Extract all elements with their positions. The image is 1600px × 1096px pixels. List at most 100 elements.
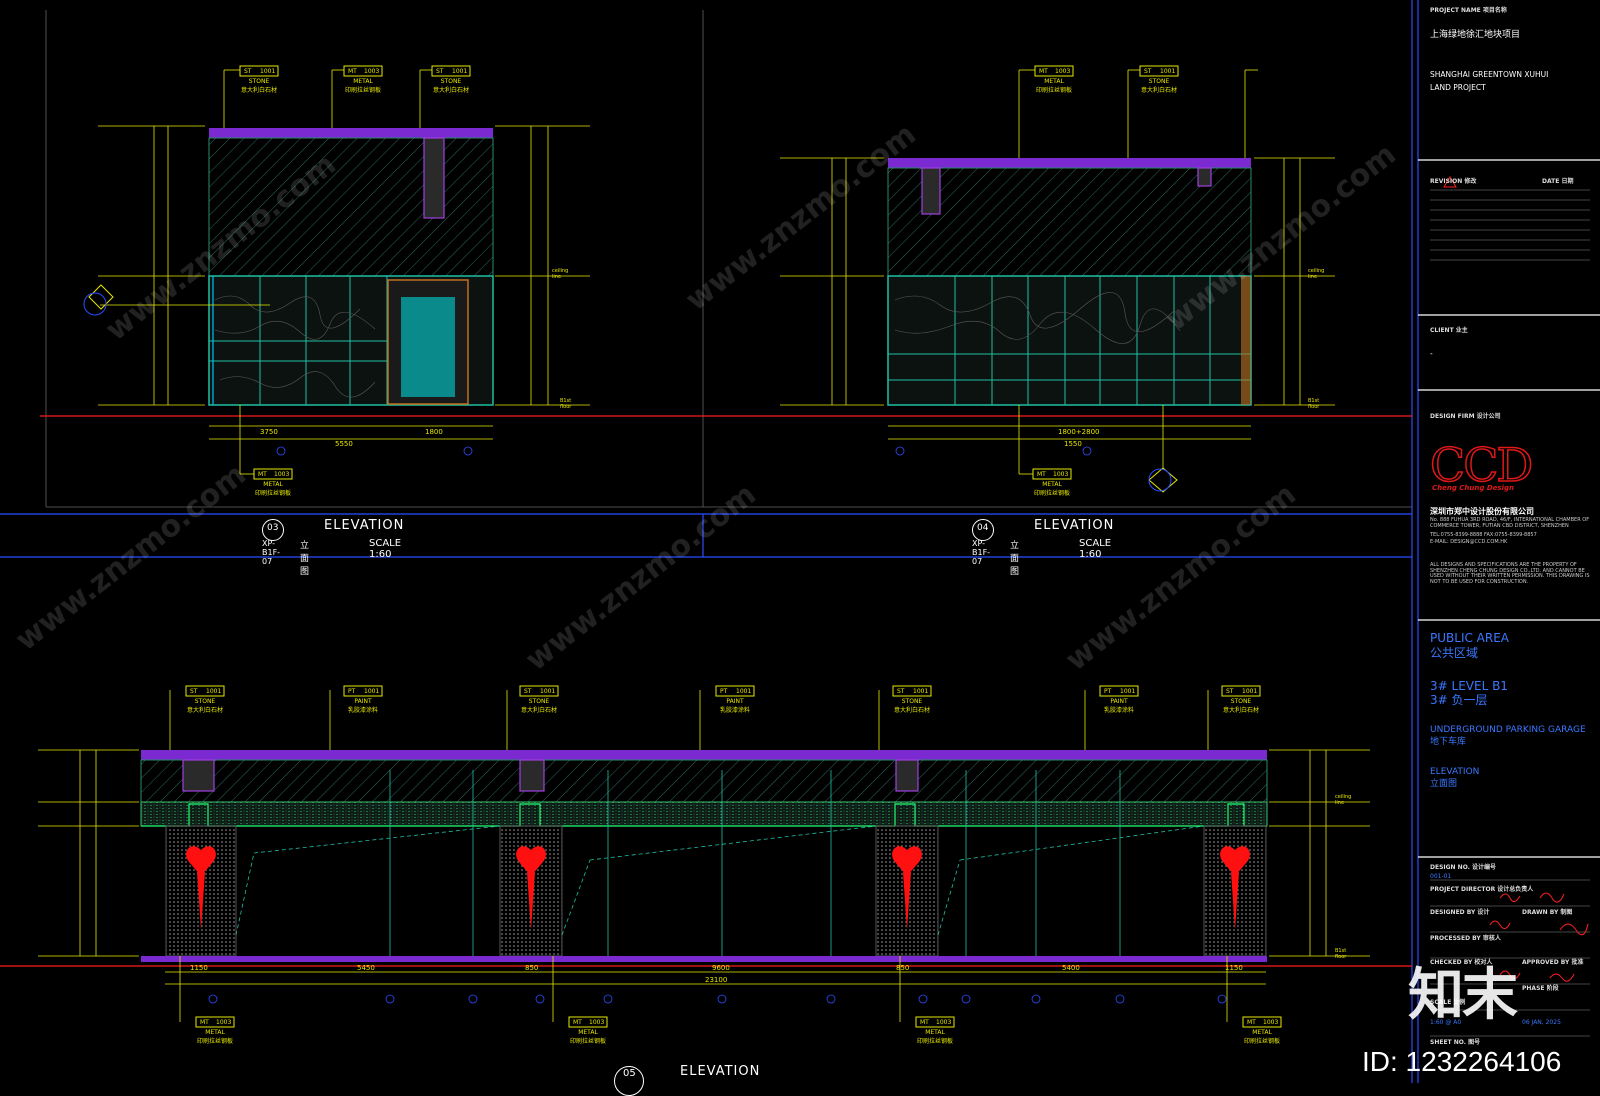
design-no: 001-01 [1430,873,1452,880]
material-name: METAL [925,1029,945,1036]
drawing-number: 04 [977,523,989,533]
svg-text:5450: 5450 [357,964,375,972]
floor-label-05: B1st floor [1335,948,1347,960]
material-name: STONE [440,78,462,85]
level-cn: 3# 负一层 [1430,693,1488,707]
material-code: MT [258,471,267,478]
title-block: PROJECT NAME 项目名称 上海绿地徐汇地块项目 SHANGHAI GR… [1418,0,1600,1083]
sheet-title-en: ELEVATION [1430,767,1480,777]
client-label: CLIENT 业主 [1430,327,1468,334]
material-code: MT [1247,1019,1256,1026]
material-code: ST [436,68,444,75]
zone-cn: 地下车库 [1430,737,1467,747]
material-number: 1001 [736,688,752,695]
material-code: ST [1226,688,1234,695]
scale-value: 1:60 @ A0 [1430,1019,1462,1026]
firm-address: No. 888 FUHUA 3RD ROAD, 46/F, INTERNATIO… [1430,517,1590,529]
drawing-ref: XP-B1F-07 [262,539,281,566]
material-code: MT [1037,471,1046,478]
svg-text:3750: 3750 [260,428,278,436]
drawing-title: ELEVATION [324,518,405,533]
material-name: STONE [1148,78,1170,85]
design-no-label: DESIGN NO. 设计编号 [1430,864,1497,871]
material-name-cn: 意大利白石材 [186,707,223,714]
svg-text:1800: 1800 [425,428,443,436]
svg-text:850: 850 [525,964,538,972]
material-number: 1001 [260,68,276,75]
material-name: PAINT [726,698,744,705]
material-code: ST [190,688,198,695]
material-number: 1003 [364,68,380,75]
material-name: PAINT [1110,698,1128,705]
material-code: MT [1039,68,1048,75]
client-value: - [1430,349,1433,358]
drawing-title: ELEVATION [1034,518,1115,533]
project-name-en-1: SHANGHAI GREENTOWN XUHUI [1430,70,1549,79]
svg-text:9600: 9600 [712,964,730,972]
material-code: ST [244,68,252,75]
watermark-id: ID: 1232264106 [1362,1046,1562,1077]
zone-en: UNDERGROUND PARKING GARAGE [1430,725,1586,735]
drawing-number: 03 [267,523,279,533]
firm-name-cn: 深圳市郑中设计股份有限公司 [1430,507,1534,516]
material-code: ST [897,688,905,695]
material-name-cn: 印刷拉丝钢板 [916,1038,953,1045]
material-name-cn: 意大利白石材 [520,707,557,714]
scale-label: SCALE 比例 [1430,999,1466,1006]
material-name-cn: 印刷拉丝钢板 [1035,87,1072,94]
heart-motifs [186,846,1250,930]
area-en: PUBLIC AREA [1430,631,1510,645]
svg-text:1150: 1150 [1225,964,1243,972]
designed-by-label: DESIGNED BY 设计 [1430,909,1490,916]
elevation-03: 3750 1800 5550 [40,65,700,480]
material-name: STONE [194,698,216,705]
material-code: PT [348,688,356,695]
drawing-title-cn: 立面图 [300,541,310,577]
project-name-en-2: LAND PROJECT [1430,83,1486,92]
material-name: METAL [578,1029,598,1036]
material-code: MT [348,68,357,75]
material-code: MT [573,1019,582,1026]
drawn-by-label: DRAWN BY 制图 [1522,909,1573,916]
material-name-cn: 印刷拉丝钢板 [196,1038,233,1045]
material-code: MT [920,1019,929,1026]
material-name-cn: 意大利白石材 [240,87,277,94]
material-name: METAL [205,1029,225,1036]
material-name: METAL [263,481,283,488]
sheet-title-cn: 立面图 [1430,779,1458,789]
sheet-frame [0,0,1419,1083]
material-name: METAL [1044,78,1064,85]
material-number: 1003 [936,1019,952,1026]
firm-email: E-MAIL: DESIGN@CCD.COM.HK [1430,539,1508,545]
drawing-number: 05 [623,1068,636,1079]
svg-text:1150: 1150 [190,964,208,972]
approved-by-label: APPROVED BY 批准 [1522,959,1584,966]
drawing-ref: XP-B1F-07 [972,539,991,566]
level-en: 3# LEVEL B1 [1430,679,1508,693]
svg-text:5550: 5550 [335,440,353,448]
revision-label: REVISION 修改 [1430,178,1477,185]
material-number: 1003 [216,1019,232,1026]
material-name-cn: 印刷拉丝钢板 [569,1038,606,1045]
material-name: STONE [1230,698,1252,705]
svg-text:850: 850 [896,964,909,972]
material-name-cn: 乳胶漆涂料 [1103,707,1134,714]
material-name-cn: 乳胶漆涂料 [719,707,750,714]
ceiling-label-04: ceiling line [1308,268,1325,280]
